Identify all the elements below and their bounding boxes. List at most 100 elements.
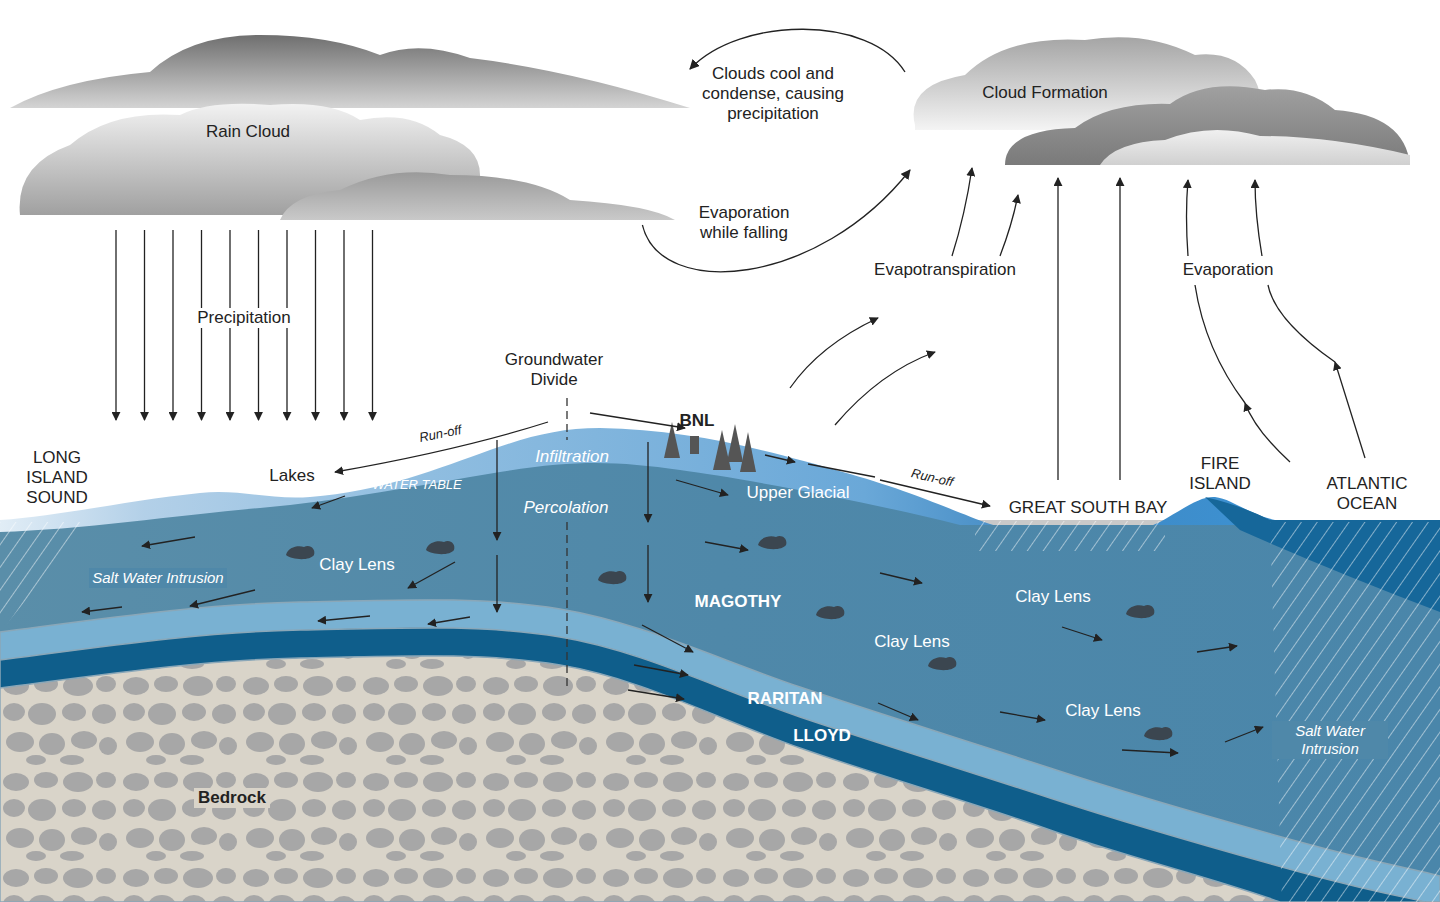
- aquifer-label: LLOYD: [793, 726, 851, 746]
- bedrock-label: Bedrock: [194, 788, 270, 808]
- cloud-lobe: [10, 35, 690, 108]
- clay-lens-shape: [816, 606, 844, 619]
- node-title: Rain Cloud: [206, 122, 290, 142]
- flow-arrow: [878, 703, 918, 720]
- clay-lens-label: Clay Lens: [1065, 701, 1141, 721]
- intrusion-label: Salt Water Intrusion: [1272, 721, 1388, 759]
- flow-arrow: [1062, 627, 1102, 640]
- vapour-arrow: [1335, 362, 1365, 458]
- flow-arrow: [676, 480, 728, 495]
- flow-arrow: [496, 555, 497, 612]
- flow-arrow: [82, 607, 122, 612]
- aquifer-label: MAGOTHY: [695, 592, 782, 612]
- flow-arrow: [312, 496, 345, 508]
- precipitation-arrows: [116, 230, 373, 420]
- runoff-arrow: [765, 455, 795, 462]
- bay-hatch: [975, 521, 1165, 551]
- rain-arrow: [343, 230, 344, 420]
- clay-lens-shape: [426, 541, 454, 554]
- flow-arrow: [496, 440, 497, 540]
- process-label: Evaporation: [1179, 260, 1278, 280]
- runoff-line: [808, 464, 875, 477]
- flow-arrow: [142, 537, 195, 546]
- vapour-arrow: [1255, 180, 1262, 256]
- rain-arrow: [372, 230, 373, 420]
- tree: [727, 424, 743, 462]
- bedrock: [0, 656, 1280, 902]
- rain-cloud: Rain Cloud: [10, 25, 690, 225]
- flow-arrow: [1122, 750, 1178, 753]
- clay-lens-shape: [286, 546, 314, 559]
- upper-glacial-layer: [0, 428, 1440, 902]
- clay-lens-shape: [928, 657, 956, 670]
- flow-arrow: [1000, 712, 1045, 720]
- clay-lens-shape: [758, 536, 786, 549]
- flow-arrow: [647, 442, 648, 522]
- cloud-lobe: [1100, 130, 1410, 165]
- rain-arrow: [315, 230, 316, 420]
- divide-dash: [566, 522, 567, 690]
- clay-lens-label: Clay Lens: [874, 632, 950, 652]
- process-label: Evapotranspiration: [870, 260, 1020, 280]
- feature-label: WATER TABLE: [372, 477, 462, 492]
- vapour-line: [1195, 285, 1245, 403]
- runoff-arrow: [335, 422, 548, 472]
- water-body-label: GREAT SOUTH BAY: [1009, 498, 1168, 518]
- process-label: Infiltration: [535, 447, 609, 467]
- runoff-arrow: [590, 413, 685, 428]
- water-body-label: LONG ISLAND SOUND: [15, 448, 99, 508]
- divide-dash: [566, 398, 567, 440]
- evaporation-arrows: [1058, 178, 1365, 480]
- flow-arrow: [408, 562, 455, 588]
- salt-water-hatch: [0, 520, 100, 650]
- process-label: Run-off: [418, 422, 463, 445]
- feature-label: FIRE ISLAND: [1185, 454, 1255, 494]
- vapour-line: [1268, 285, 1335, 362]
- cloud-lobe: [280, 172, 675, 220]
- process-label: Run-off: [910, 465, 955, 489]
- divide-label: Groundwater Divide: [499, 350, 609, 390]
- flow-arrow: [647, 545, 648, 602]
- process-label: Percolation: [523, 498, 608, 518]
- flow-arrow: [1225, 727, 1263, 742]
- flow-arrow: [642, 625, 693, 652]
- flow-arrow: [628, 690, 684, 699]
- rain-arrow: [172, 230, 173, 420]
- clay-lens-shape: [1144, 727, 1172, 740]
- site-label: BNL: [680, 411, 715, 431]
- vapour-arrow: [1245, 403, 1290, 462]
- cloud-formation: Cloud Formation: [905, 30, 1415, 170]
- tree: [740, 432, 756, 472]
- cloud-shape: [905, 30, 1415, 170]
- vapour-arrow: [1187, 180, 1189, 256]
- tree: [713, 430, 731, 470]
- groundwater-flow-arrows: [82, 440, 1263, 753]
- flow-arrow: [428, 617, 470, 624]
- flow-arrow: [634, 665, 688, 675]
- clay-lenses: [286, 536, 1172, 740]
- lloyd-layer: [0, 628, 1440, 902]
- cycle-arrow: [642, 170, 910, 272]
- flow-arrow: [880, 573, 922, 583]
- groundwater-divide-line: [567, 398, 568, 690]
- clay-lens-label: Clay Lens: [1015, 587, 1091, 607]
- magothy-aquifer: [0, 463, 1440, 902]
- flow-arrow: [318, 616, 370, 621]
- flow-arrow: [190, 590, 255, 606]
- clay-lens-label: Clay Lens: [319, 555, 395, 575]
- runoff-arrows: [335, 413, 990, 506]
- node-title: Cloud Formation: [982, 83, 1108, 103]
- flow-arrow: [1197, 646, 1237, 652]
- aquifer-label: Upper Glacial: [747, 483, 850, 503]
- flow-arrow: [705, 542, 748, 550]
- vapour-arrow: [835, 352, 935, 425]
- clay-lens-shape: [1126, 605, 1154, 618]
- vapour-arrow: [952, 168, 972, 256]
- vapour-arrow: [790, 318, 878, 388]
- salt-water-hatch: [1260, 520, 1440, 902]
- edge-label: Clouds cool and condense, causing precip…: [696, 64, 851, 124]
- bnl-building: [690, 436, 699, 454]
- aquifer-label: RARITAN: [747, 689, 822, 709]
- clay-lens-shape: [598, 571, 626, 584]
